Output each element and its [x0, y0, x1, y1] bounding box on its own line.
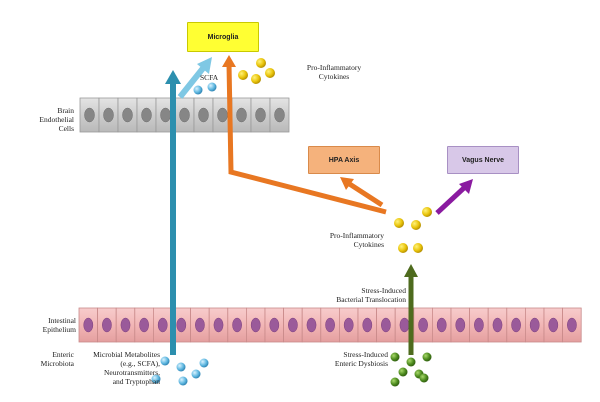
cell-nucleus	[529, 317, 540, 333]
cell-nucleus	[217, 107, 228, 123]
pro-inflammatory-cytokines-mid-label: Pro-Inflammatory Cytokines	[329, 231, 384, 249]
cell-nucleus	[288, 317, 298, 333]
cell-nucleus	[274, 107, 285, 123]
metabolite-dot	[191, 369, 201, 379]
metabolite-dot	[193, 85, 203, 95]
cell-nucleus	[198, 107, 209, 123]
cytokine-dot	[422, 207, 432, 217]
cell-nucleus	[232, 317, 242, 333]
microbiota-dot	[398, 367, 408, 377]
cell-nucleus	[102, 317, 112, 333]
cell-nucleus	[511, 317, 521, 333]
vagus-nerve-arrow	[435, 179, 473, 215]
metabolite-dot	[176, 362, 186, 372]
scfa-label: SCFA	[200, 73, 219, 82]
microbiota-dot	[390, 377, 400, 387]
cell-nucleus	[492, 317, 503, 333]
cell-nucleus	[325, 317, 335, 333]
cell-nucleus	[83, 317, 94, 333]
microbiota-dot	[406, 357, 416, 367]
metabolite-dot	[160, 356, 170, 366]
microbiota-dot	[419, 373, 429, 383]
cytokine-to-microglia-arrow	[222, 55, 387, 215]
vagus-nerve-box: Vagus Nerve	[447, 146, 519, 174]
cell-nucleus	[343, 317, 354, 333]
cytokine-dot	[265, 68, 275, 78]
cytokine-dot	[411, 220, 421, 230]
microbiota-dot	[422, 352, 432, 362]
cell-nucleus	[120, 317, 131, 333]
cytokine-dots	[151, 58, 432, 387]
cytokine-dot	[251, 74, 261, 84]
stress-induced-dysbiosis-label: Stress-Induced Enteric Dysbiosis	[334, 350, 388, 368]
cell-nucleus	[474, 317, 484, 333]
intestinal-epithelium-layer	[78, 307, 582, 343]
cell-nucleus	[567, 317, 577, 333]
hpa-axis-box: HPA Axis	[308, 146, 380, 174]
cytokine-dot	[413, 243, 423, 253]
cell-nucleus	[548, 317, 559, 333]
cytokine-dot	[398, 243, 408, 253]
metabolite-dot	[151, 374, 161, 384]
microbial-metabolites-label: Microbial Metabolites (e.g., SCFA), Neur…	[93, 350, 160, 386]
scfa-arrow	[177, 57, 212, 99]
cell-nucleus	[250, 317, 261, 333]
cytokine-dot	[238, 70, 248, 80]
cell-nucleus	[195, 317, 205, 333]
metabolite-dot	[207, 82, 217, 92]
pro-inflammatory-cytokines-top-label: Pro-Inflammatory Cytokines	[306, 63, 362, 81]
hpa-axis-arrow	[340, 177, 384, 208]
cell-nucleus	[84, 107, 95, 123]
microbiota-dot	[390, 352, 400, 362]
cell-nucleus	[255, 107, 266, 123]
cell-nucleus	[213, 317, 224, 333]
cell-nucleus	[306, 317, 317, 333]
cell-nucleus	[103, 107, 114, 123]
metabolite-dot	[178, 376, 188, 386]
cell-nucleus	[122, 107, 133, 123]
microglia-label: Microglia	[207, 33, 239, 41]
microglia-box: Microglia	[187, 22, 259, 52]
enteric-microbiota-label: Enteric Microbiota	[40, 350, 74, 368]
cell-nucleus	[269, 317, 280, 333]
cell-nucleus	[157, 317, 168, 333]
cell-nucleus	[160, 107, 171, 123]
metabolite-transport-arrow	[165, 70, 181, 355]
cell-nucleus	[436, 317, 447, 333]
cell-nucleus	[176, 317, 187, 333]
metabolite-dot	[199, 358, 209, 368]
cell-nucleus	[362, 317, 373, 333]
cell-nucleus	[455, 317, 466, 333]
cell-nucleus	[236, 107, 247, 123]
cytokine-dot	[256, 58, 266, 68]
translocation-arrow	[404, 264, 418, 355]
cell-nucleus	[399, 317, 410, 333]
cell-nucleus	[139, 317, 149, 333]
intestinal-epithelium-label: Intestinal Epithelium	[42, 316, 76, 334]
vagus-nerve-label: Vagus Nerve	[461, 156, 505, 164]
hpa-axis-label: HPA Axis	[328, 156, 360, 164]
brain-endothelial-cell-layer	[79, 97, 290, 133]
cell-nucleus	[179, 107, 190, 123]
cell-nucleus	[141, 107, 152, 123]
cell-nucleus	[418, 317, 428, 333]
brain-endothelial-cells-label: Brain Endothelial Cells	[39, 106, 74, 133]
cell-nucleus	[381, 317, 391, 333]
stress-induced-translocation-label: Stress-Induced Bacterial Translocation	[336, 286, 406, 304]
cytokine-dot	[394, 218, 404, 228]
